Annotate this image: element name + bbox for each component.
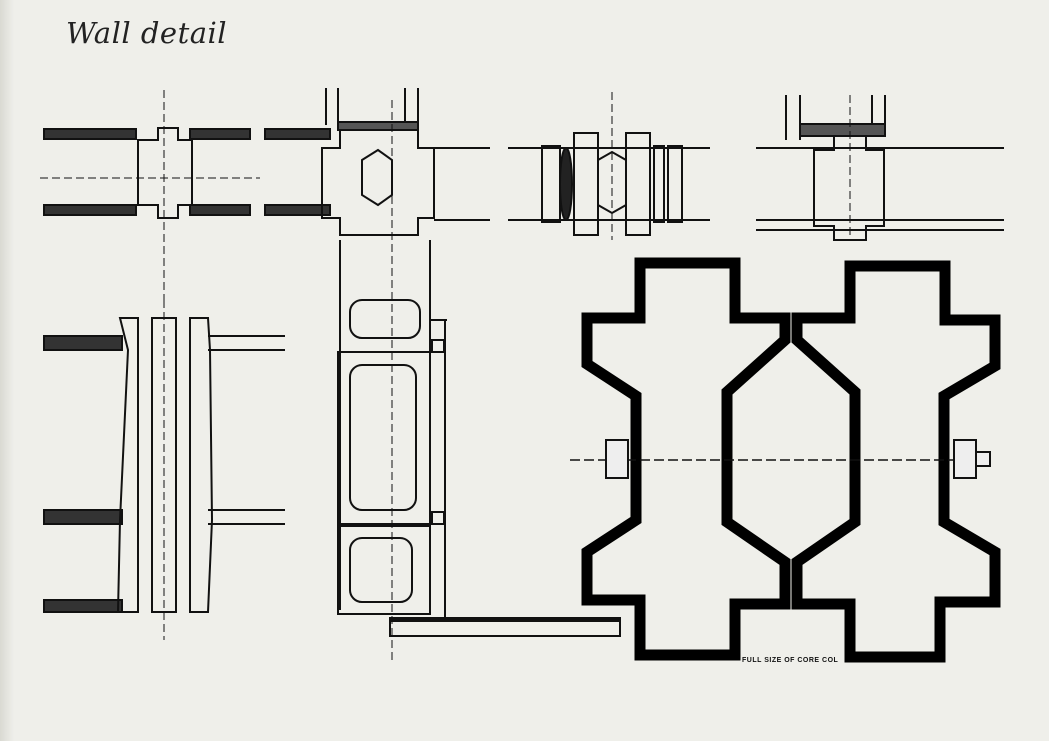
section-detail-2 — [337, 100, 621, 660]
plan-detail-1 — [40, 90, 260, 300]
core-column-right-piece — [791, 260, 1001, 663]
plan-detail-2 — [264, 88, 490, 236]
plan-detail-4 — [756, 95, 1004, 241]
section-detail-1 — [43, 300, 285, 640]
core-column-full-size — [581, 257, 1001, 663]
core-caption: FULL SIZE OF CORE COL — [742, 657, 839, 664]
page-title: Wall detail — [66, 16, 228, 50]
core-column-left-piece — [581, 257, 791, 661]
plan-detail-3 — [508, 92, 710, 240]
bolt — [570, 439, 991, 479]
page-edge — [0, 0, 14, 741]
